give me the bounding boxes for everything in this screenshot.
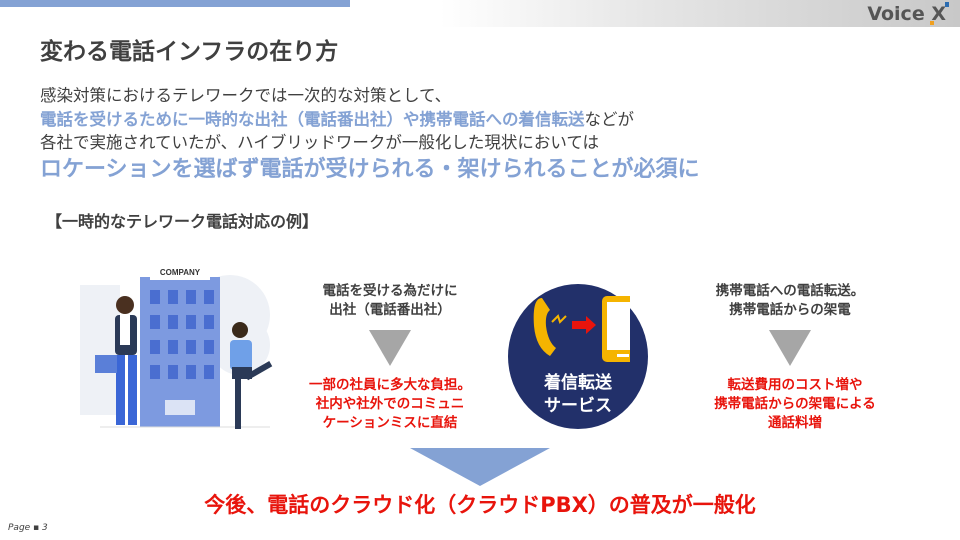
right-issue-line: 通話料増 — [768, 415, 822, 431]
office-workers-illustration: COMPANY — [80, 268, 273, 429]
logo-text: Voice — [867, 3, 925, 25]
down-triangle-icon — [769, 330, 811, 366]
service-label-line: サービス — [544, 396, 612, 416]
service-label-line: 着信転送 — [544, 373, 612, 393]
body-line-1: 感染対策におけるテレワークでは一次的な対策として、 — [40, 86, 452, 105]
call-forwarding-service-label: 着信転送 サービス — [508, 372, 648, 418]
top-accent-bar — [0, 0, 350, 7]
left-desc-line: 出社（電話番出社） — [329, 302, 451, 318]
right-desc-line: 携帯電話からの架電 — [729, 302, 851, 318]
body-line-2-rest: などが — [584, 110, 635, 129]
right-case-description: 携帯電話への電話転送。 携帯電話からの架電 — [700, 282, 880, 320]
logo-x: X — [931, 3, 946, 25]
section-heading: 【一時的なテレワーク電話対応の例】 — [46, 212, 319, 231]
header-gradient-bar — [440, 0, 960, 27]
body-line-2-highlight: 電話を受けるために一時的な出社（電話番出社）や携帯電話への着信転送 — [40, 110, 585, 129]
left-desc-line: 電話を受ける為だけに — [322, 283, 458, 299]
left-case-description: 電話を受ける為だけに 出社（電話番出社） — [300, 282, 480, 320]
body-line-4-emphasis: ロケーションを選ばず電話が受けられる・架けられることが必須に — [40, 157, 700, 182]
left-case-issue: 一部の社員に多大な負担。 社内や社外でのコミュニ ケーションミスに直結 — [290, 376, 490, 433]
page-title: 変わる電話インフラの在り方 — [40, 39, 339, 65]
right-case-issue: 転送費用のコスト増や 携帯電話からの架電による 通話料増 — [690, 376, 900, 433]
company-sign: COMPANY — [160, 268, 201, 277]
conclusion-down-arrow-icon — [410, 448, 550, 486]
down-triangle-icon — [369, 330, 411, 366]
left-issue-line: 社内や社外でのコミュニ — [315, 396, 465, 412]
left-issue-line: 一部の社員に多大な負担。 — [309, 377, 471, 393]
conclusion-text: 今後、電話のクラウド化（クラウドPBX）の普及が一般化 — [204, 493, 756, 517]
body-line-3: 各社で実施されていたが、ハイブリッドワークが一般化した現状においては — [40, 133, 600, 152]
body-line-2: 電話を受けるために一時的な出社（電話番出社）や携帯電話への着信転送などが — [40, 106, 634, 130]
page-number: Page ▪ 3 — [8, 523, 48, 533]
right-issue-line: 携帯電話からの架電による — [714, 396, 876, 412]
right-issue-line: 転送費用のコスト増や — [727, 377, 863, 393]
right-desc-line: 携帯電話への電話転送。 — [715, 283, 865, 299]
phone-forward-icon — [533, 296, 630, 362]
left-issue-line: ケーションミスに直結 — [322, 415, 458, 431]
voicex-logo: Voice X — [867, 2, 949, 25]
